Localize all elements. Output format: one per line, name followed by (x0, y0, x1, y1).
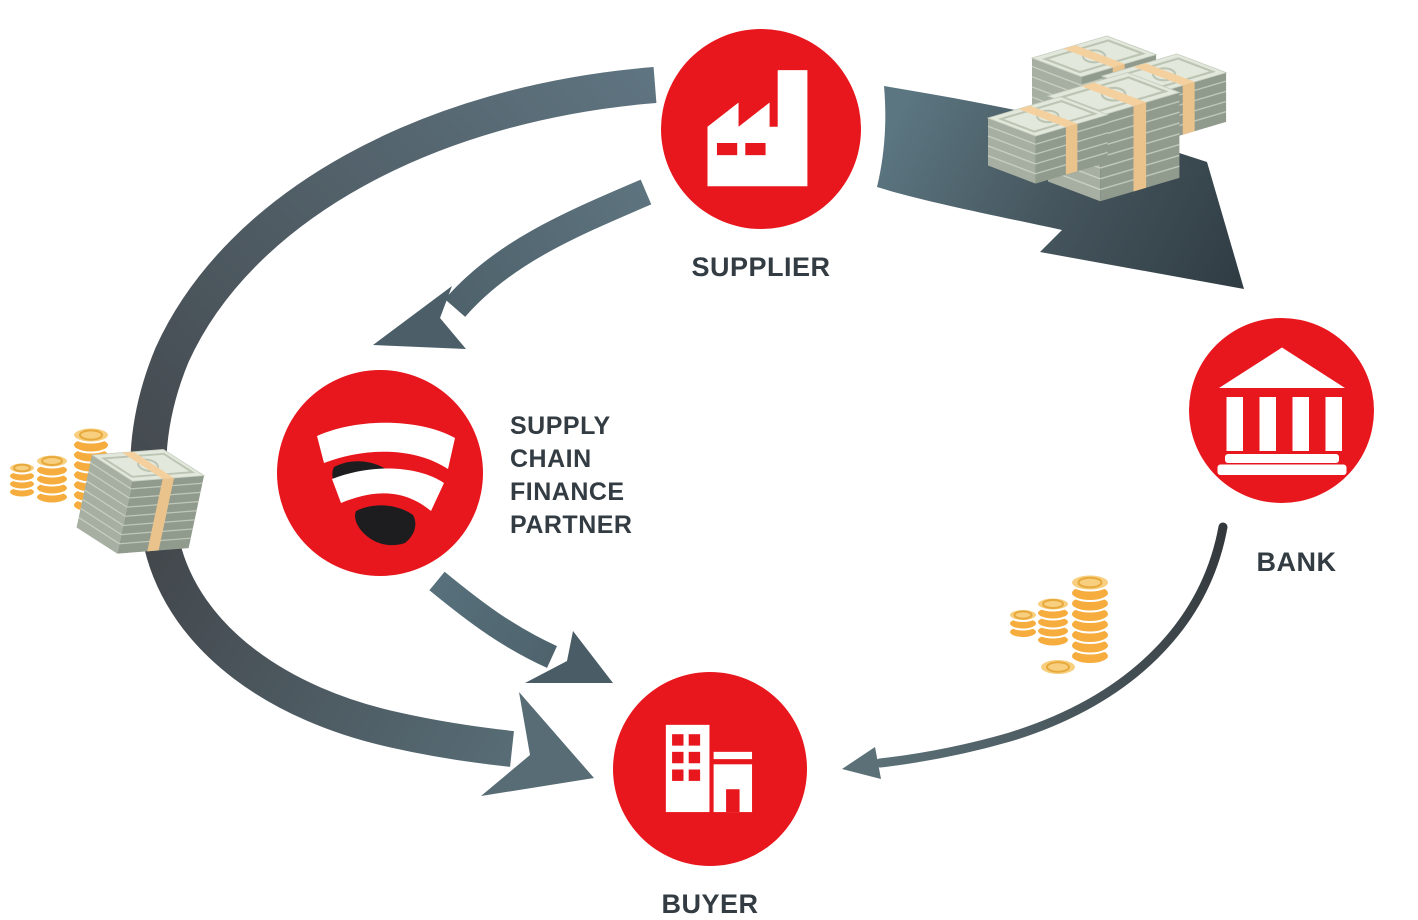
coin-stack (1070, 573, 1110, 665)
buyer-node (613, 672, 807, 866)
bank-building-icon (1217, 347, 1346, 475)
office-buildings-icon (665, 724, 752, 812)
scf-partner-node (277, 370, 483, 576)
scf-partner-logo (317, 422, 455, 546)
coin-stacks-left (8, 426, 209, 569)
supplier-node (661, 29, 861, 229)
scf-partner-label: SUPPLY CHAIN FINANCE PARTNER (510, 412, 633, 539)
coin-stack (35, 453, 69, 505)
bank-node (1189, 318, 1374, 503)
supplier-label: SUPPLIER (691, 252, 831, 282)
single-coin (1039, 658, 1077, 676)
cash-bundle-left (72, 434, 209, 569)
flow-scf-to-buyer-arrow (429, 571, 613, 683)
coin-stack (1036, 596, 1070, 648)
factory-icon (707, 69, 807, 186)
coin-stack (1008, 608, 1038, 639)
flow-supplier-to-bank-arrow (877, 86, 1244, 289)
buyer-label: BUYER (661, 889, 759, 919)
coin-stack (8, 461, 36, 499)
flow-bank-to-buyer-arrow (842, 522, 1228, 779)
coin-stacks-right (1008, 573, 1110, 676)
flow-supplier-to-scf-arrow (373, 179, 652, 349)
bank-label: BANK (1256, 547, 1337, 577)
